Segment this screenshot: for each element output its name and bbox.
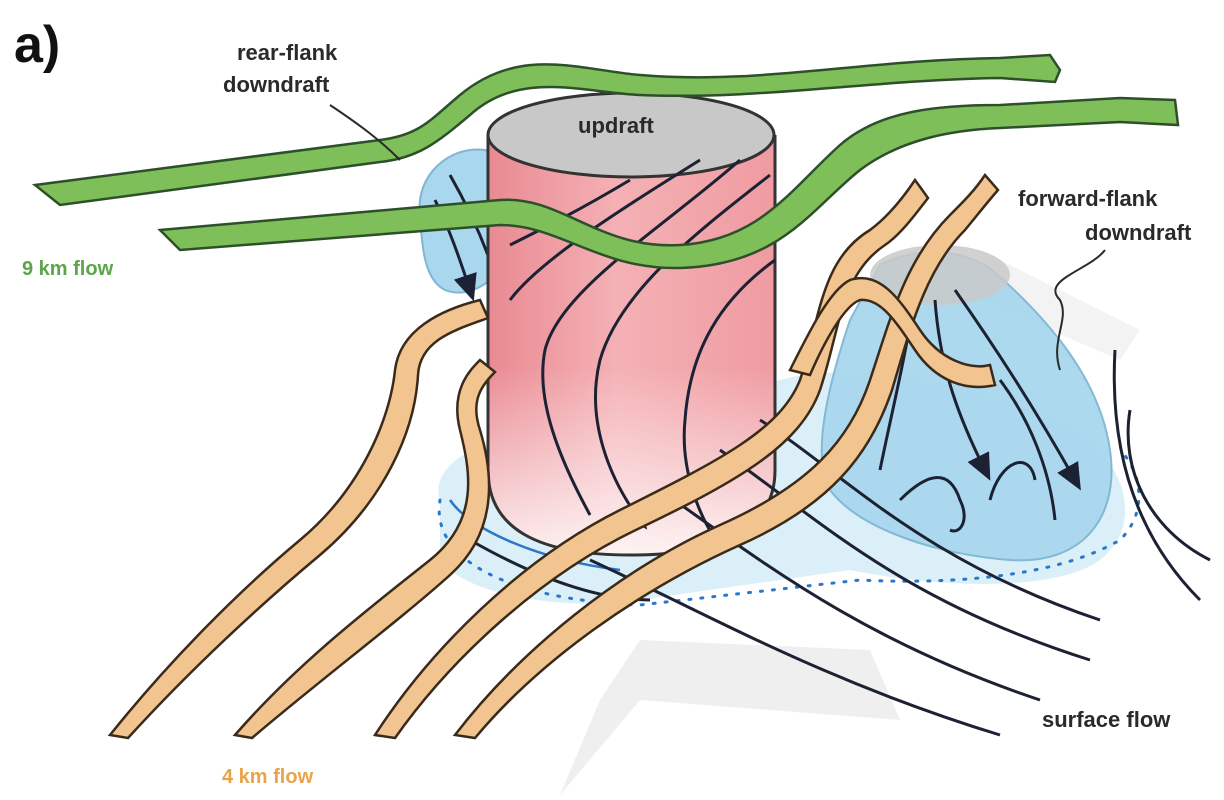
surface-flow-label: surface flow bbox=[1042, 707, 1171, 732]
updraft-cylinder bbox=[488, 93, 775, 555]
updraft-label: updraft bbox=[578, 113, 654, 138]
forward-flank-label-line1: forward-flank bbox=[1018, 186, 1158, 211]
panel-label: a) bbox=[14, 16, 60, 74]
forward-flank-label-line2: downdraft bbox=[1085, 220, 1192, 245]
rear-flank-label-line2: downdraft bbox=[223, 72, 330, 97]
orange-ribbon-2 bbox=[235, 360, 495, 738]
rear-flank-label-line1: rear-flank bbox=[237, 40, 338, 65]
flow-9km-label: 9 km flow bbox=[22, 258, 114, 280]
flow-4km-label: 4 km flow bbox=[222, 766, 314, 788]
